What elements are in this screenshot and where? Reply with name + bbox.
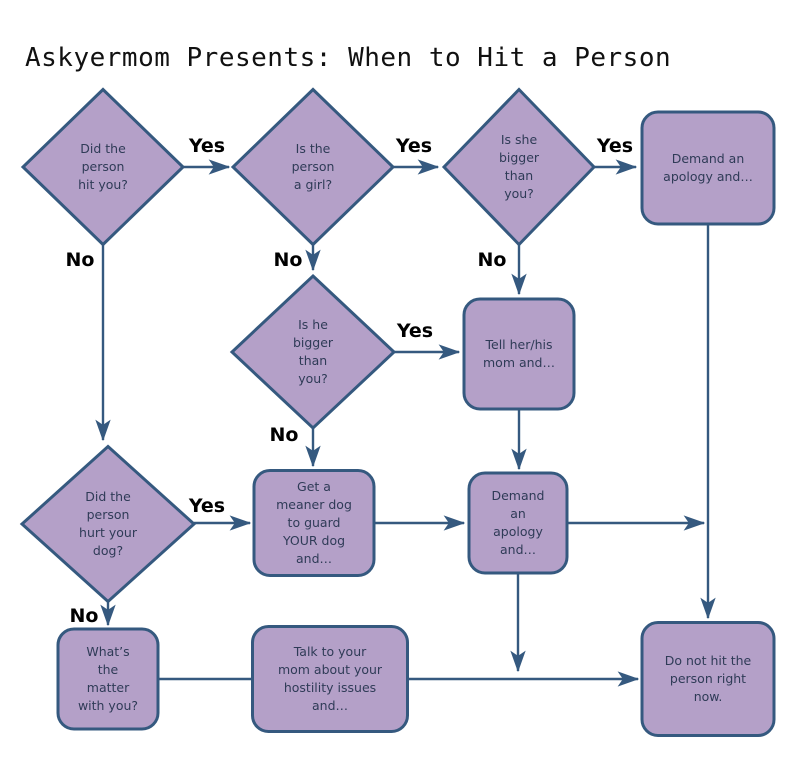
- edge-label-no-q3: No: [478, 249, 507, 271]
- edge-label-yes-q4: Yes: [396, 320, 433, 342]
- node-shape: [251, 625, 409, 733]
- node-shape: [467, 471, 569, 575]
- edge-label-no-q4: No: [270, 424, 299, 446]
- node-shape: [441, 87, 597, 247]
- page-title: Askyermom Presents: When to Hit a Person: [25, 43, 671, 73]
- node-shape: [462, 297, 576, 411]
- edge-label-yes-q3: Yes: [596, 135, 633, 157]
- node-shape: [640, 110, 776, 226]
- edge-label-yes-q5: Yes: [188, 495, 225, 517]
- node-shape: [640, 621, 776, 737]
- edge-label-no-q2: No: [274, 249, 303, 271]
- node-shape: [56, 627, 160, 731]
- node-shape: [229, 273, 397, 431]
- node-shape: [252, 469, 376, 577]
- edge-layer: [95, 159, 716, 687]
- edge-label-no-q5: No: [70, 605, 99, 627]
- node-shape: [19, 444, 197, 604]
- node-shape: [20, 87, 186, 247]
- edge-label-yes-q1: Yes: [188, 135, 225, 157]
- edge-label-layer: Yes Yes Yes No No No Yes No Yes No: [66, 135, 634, 627]
- edge-label-no-q1: No: [66, 249, 95, 271]
- node-shape: [230, 87, 396, 247]
- edge-label-yes-q2: Yes: [395, 135, 432, 157]
